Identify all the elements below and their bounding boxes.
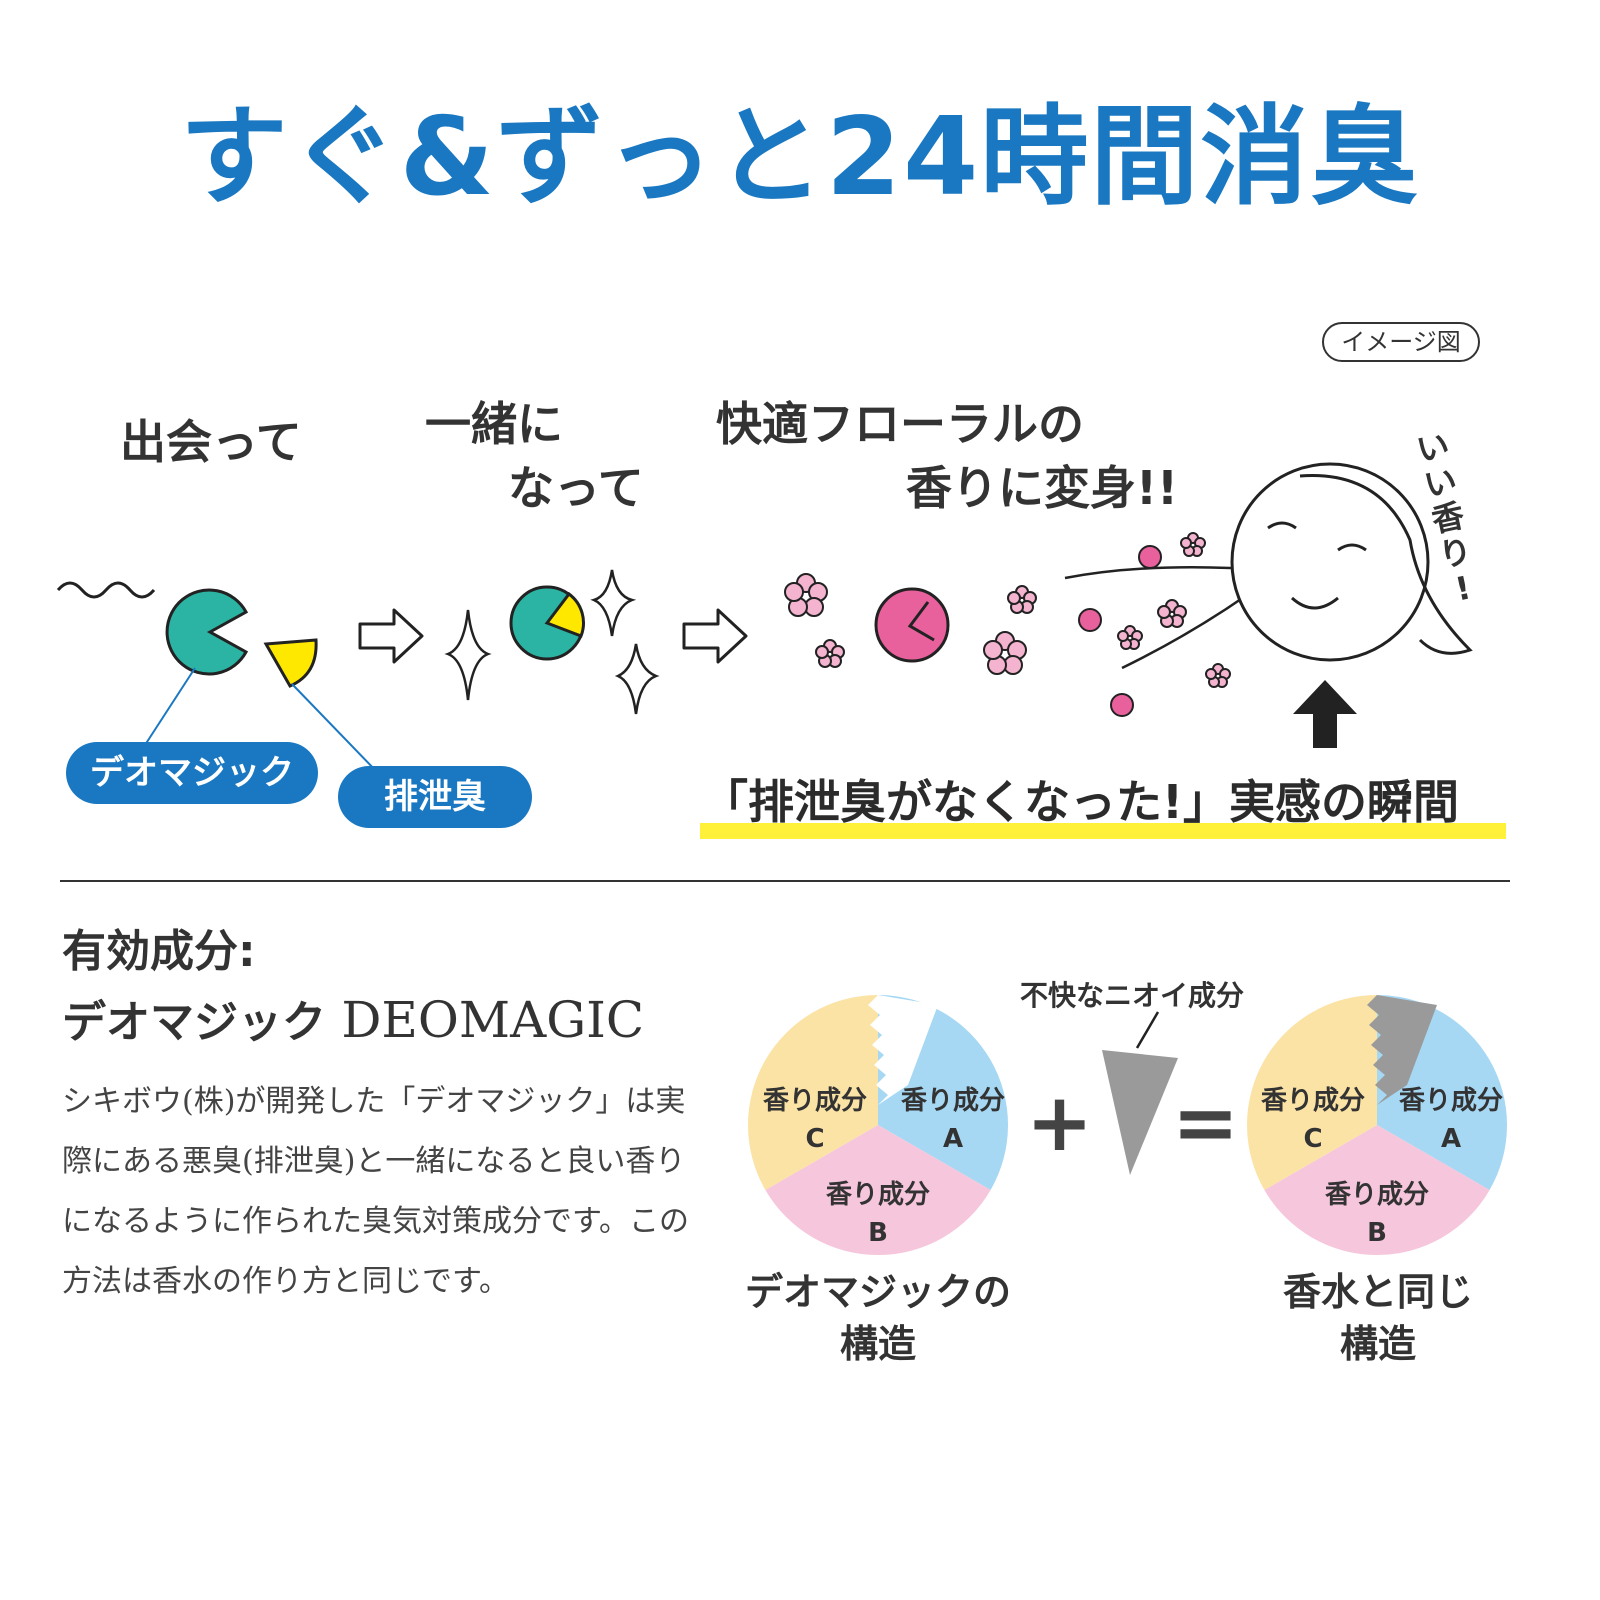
pill-connector-1	[144, 667, 196, 746]
arrow-up	[1293, 680, 1357, 748]
flower-3	[983, 631, 1027, 675]
flower-7	[1117, 625, 1143, 650]
section-divider	[60, 880, 1510, 882]
sparkle-1	[444, 609, 492, 701]
right-pie-label-a-letter: A	[1440, 1124, 1462, 1154]
pill-connector-2	[291, 683, 379, 774]
odor-wave	[56, 581, 156, 599]
deomagic-pill: デオマジック	[66, 742, 318, 804]
section-heading-2: デオマジック DEOMAGIC	[62, 988, 644, 1055]
right-pie-label-b-text: 香り成分	[1324, 1180, 1429, 1210]
moment-text: 「排泄臭がなくなった!」実感の瞬間	[702, 775, 1459, 829]
left-pie-label-b-text: 香り成分	[825, 1180, 930, 1210]
odor-component-label: 不快なニオイ成分	[1020, 979, 1245, 1012]
section-heading-en: DEOMAGIC	[341, 991, 645, 1049]
step-floral-2: 香りに変身!!	[906, 461, 1178, 515]
left-pie-label-a-letter: A	[942, 1124, 964, 1154]
left-pie-label-a: 香り成分 A	[898, 1082, 1008, 1158]
right-pie-label-c: 香り成分 C	[1258, 1082, 1368, 1158]
odor-cone	[1102, 1050, 1178, 1175]
face-smile	[1290, 596, 1339, 610]
right-pie-label-a-text: 香り成分	[1398, 1086, 1503, 1116]
face-eye-right	[1337, 543, 1367, 552]
deomagic-pacman	[165, 588, 249, 676]
odor-pill: 排泄臭	[338, 766, 532, 828]
left-pie-caption-2: 構造	[839, 1322, 916, 1366]
step-together-1: 一緒に	[425, 397, 563, 451]
right-pie-label-a: 香り成分 A	[1396, 1082, 1506, 1158]
sparkle-3	[614, 643, 660, 715]
equals-sign: =	[1172, 1076, 1240, 1169]
left-pie-label-b: 香り成分 B	[823, 1176, 933, 1252]
small-pink-dots	[1078, 545, 1162, 717]
flower-1	[784, 573, 828, 617]
step-together-2: なって	[508, 461, 644, 515]
left-pie-label-c-text: 香り成分	[762, 1086, 867, 1116]
arrow-right-2	[682, 608, 748, 664]
flower-2	[815, 639, 845, 668]
right-pie-label-b-letter: B	[1367, 1218, 1387, 1248]
left-pie-label-b-letter: B	[868, 1218, 888, 1248]
right-pie	[1246, 995, 1508, 1256]
right-pie-caption: 香水と同じ 構造	[1238, 1266, 1518, 1370]
page-title: すぐ&ずっと24時間消臭	[179, 95, 1421, 220]
right-pie-caption-2: 構造	[1339, 1322, 1416, 1366]
right-pie-caption-1: 香水と同じ	[1282, 1270, 1473, 1314]
moment-highlight	[700, 823, 1506, 839]
left-pie-caption-1: デオマジックの	[744, 1270, 1011, 1314]
face-eye-left	[1267, 521, 1297, 530]
left-pie-label-a-text: 香り成分	[900, 1086, 1005, 1116]
odor-wedge	[263, 638, 318, 688]
flower-8	[1205, 663, 1231, 688]
left-pie-label-c-letter: C	[805, 1124, 825, 1154]
face-hair	[1299, 474, 1473, 655]
flower-5	[1157, 599, 1187, 628]
flower-6	[1180, 532, 1206, 557]
left-pie-label-c: 香り成分 C	[760, 1082, 870, 1158]
section-heading-1: 有効成分:	[62, 926, 256, 977]
odor-connector	[1135, 1011, 1160, 1049]
section-heading-jp: デオマジック	[62, 997, 326, 1048]
left-pie	[747, 995, 1009, 1256]
right-pie-label-c-letter: C	[1303, 1124, 1323, 1154]
section-description: シキボウ(株)が開発した「デオマジック」は実際にある悪臭(排泄臭)と一緒になると…	[62, 1084, 689, 1299]
right-pie-label-c-text: 香り成分	[1260, 1086, 1365, 1116]
step-meet: 出会って	[120, 415, 302, 469]
image-badge: イメージ図	[1322, 322, 1480, 362]
right-pie-label-b: 香り成分 B	[1322, 1176, 1432, 1252]
flowers	[784, 532, 1231, 688]
face-outline	[1230, 462, 1430, 662]
sparkle-2	[590, 569, 637, 637]
step-floral-1: 快適フローラルの	[716, 397, 1084, 451]
left-pie-caption: デオマジックの 構造	[738, 1266, 1018, 1370]
plus-sign: +	[1026, 1076, 1094, 1169]
arrow-right-1	[358, 608, 424, 664]
flower-4	[1007, 585, 1037, 614]
floral-circle-mark	[907, 601, 935, 642]
combined-yellow-slice	[544, 591, 585, 638]
